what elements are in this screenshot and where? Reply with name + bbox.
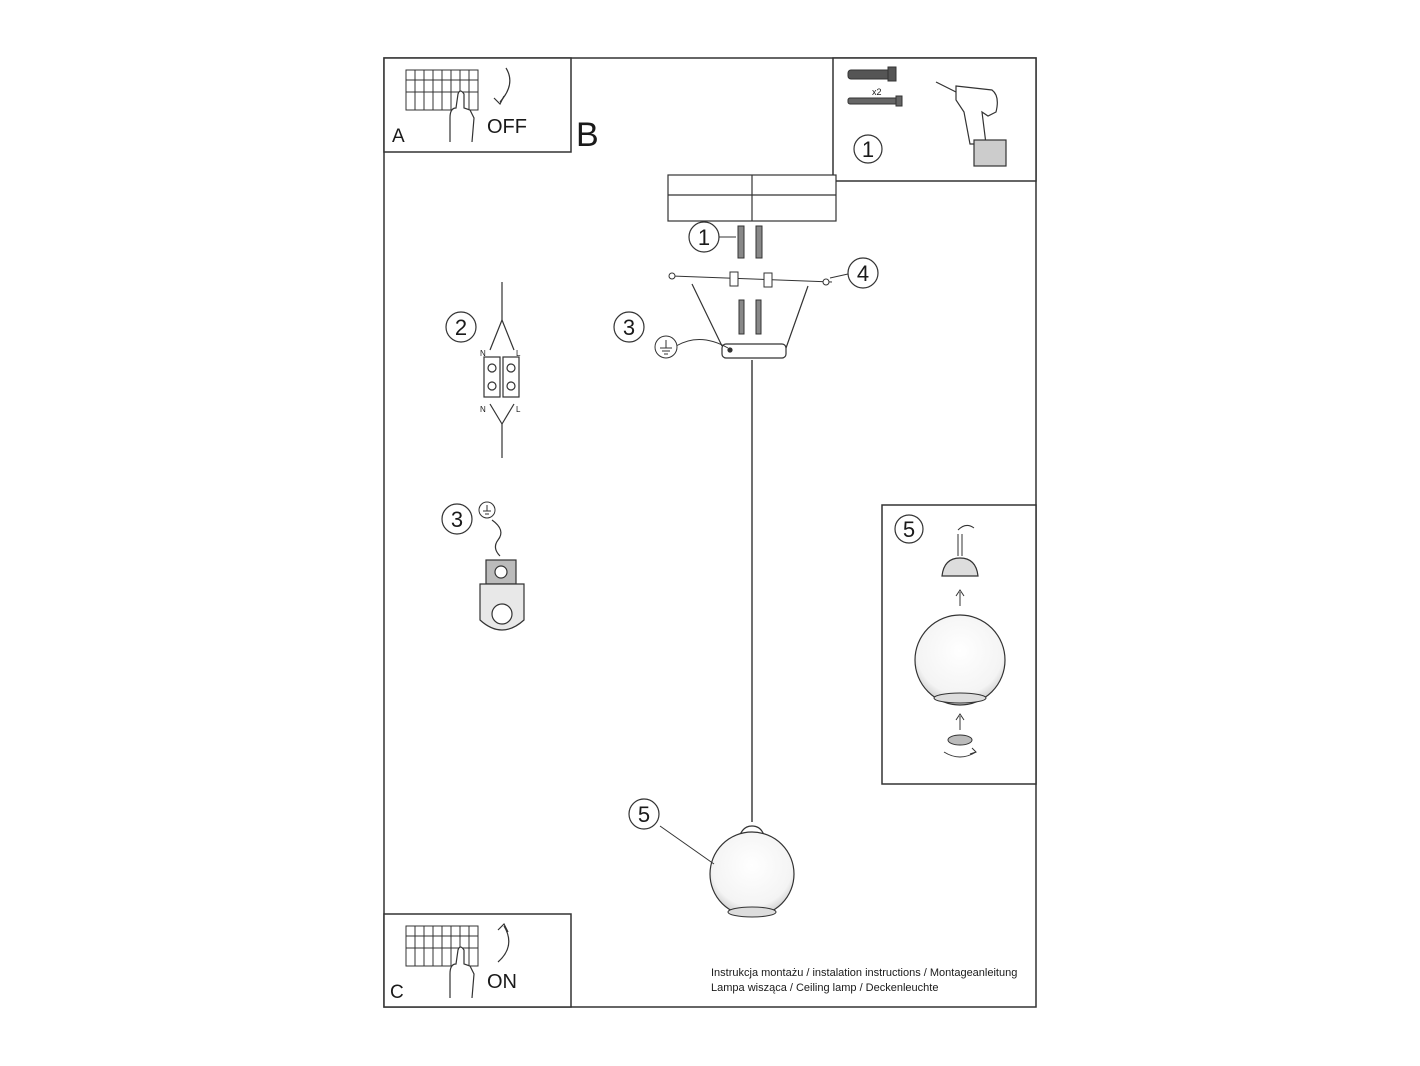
shade-panel-callout-number: 5: [903, 517, 915, 542]
step-1-number: 1: [862, 137, 874, 162]
screws-callout: [847, 257, 879, 289]
on-label: ON: [487, 971, 517, 993]
panel-c: C ON: [383, 913, 572, 1008]
screw-icon: [847, 95, 903, 107]
arrow-up-curved-icon: [497, 925, 510, 963]
mounting-bracket: [668, 271, 833, 288]
breaker-box-icon-c: [405, 925, 479, 967]
tools-panel: x2 1: [832, 57, 1037, 182]
footer-instructions: Instrukcja montażu / instalation instruc…: [711, 967, 1017, 979]
terminal-n-bottom: N: [480, 405, 486, 414]
terminal-n-top: N: [480, 349, 486, 358]
rotate-icon: [943, 751, 977, 758]
quantity-label: x2: [872, 87, 882, 97]
panel-b-letter: B: [576, 116, 599, 154]
shade-panel-rim: [933, 692, 987, 704]
ground-detail-callout-number: 3: [451, 507, 463, 532]
screws-callout-number: 4: [857, 261, 869, 286]
canopy-callout-number: 3: [623, 315, 635, 340]
panel-a: A OFF: [383, 57, 572, 153]
shade-panel-cable: [957, 524, 975, 556]
ground-wire: [491, 519, 502, 557]
canopy-callout: [613, 311, 645, 343]
shade-leader-line: [659, 825, 715, 865]
ceiling-block: [667, 174, 837, 222]
canopy: [691, 283, 809, 359]
anchors-callout: [688, 221, 720, 253]
hand-icon-c: [449, 946, 475, 999]
terminal-l-top: L: [516, 349, 521, 358]
shade-bottom-ring: [727, 906, 777, 918]
hand-icon: [449, 90, 475, 143]
wall-plug-icon: [847, 66, 897, 82]
screws-leader-line: [829, 273, 849, 279]
ground-leader-line: [675, 339, 729, 349]
pendant-glass-shade: [709, 831, 795, 917]
terminal-block-callout: [445, 311, 477, 343]
step-1-callout: [853, 134, 883, 164]
shade-panel-callout: [894, 514, 924, 544]
ground-detail-symbol-icon: [478, 501, 496, 519]
off-label: OFF: [487, 116, 527, 138]
terminal-block-detail: [483, 282, 520, 458]
shade-panel-cap: [941, 557, 979, 577]
mounting-screws: [738, 299, 762, 335]
ceiling-anchors: [737, 225, 763, 259]
anchors-callout-number: 1: [698, 225, 710, 250]
shade-callout: [628, 798, 660, 830]
arrow-up-icon: [955, 589, 965, 606]
drill-icon: [935, 81, 1007, 167]
ground-terminal-icon: [479, 559, 525, 631]
shade-panel-glass: [914, 614, 1006, 706]
footer-product: Lampa wisząca / Ceiling lamp / Deckenleu…: [711, 982, 938, 994]
arrow-up-icon-lower: [955, 713, 965, 730]
terminal-l-bottom: L: [516, 405, 521, 414]
panel-a-letter: A: [392, 126, 405, 147]
shade-assembly-panel: 5: [881, 504, 1037, 785]
shade-callout-number: 5: [638, 802, 650, 827]
ground-symbol-icon: [654, 335, 678, 359]
ground-detail-callout: [441, 503, 473, 535]
retaining-ring: [947, 734, 973, 746]
panel-c-letter: C: [390, 982, 404, 1003]
breaker-box-icon: [405, 69, 479, 111]
terminal-block-callout-number: 2: [455, 315, 467, 340]
